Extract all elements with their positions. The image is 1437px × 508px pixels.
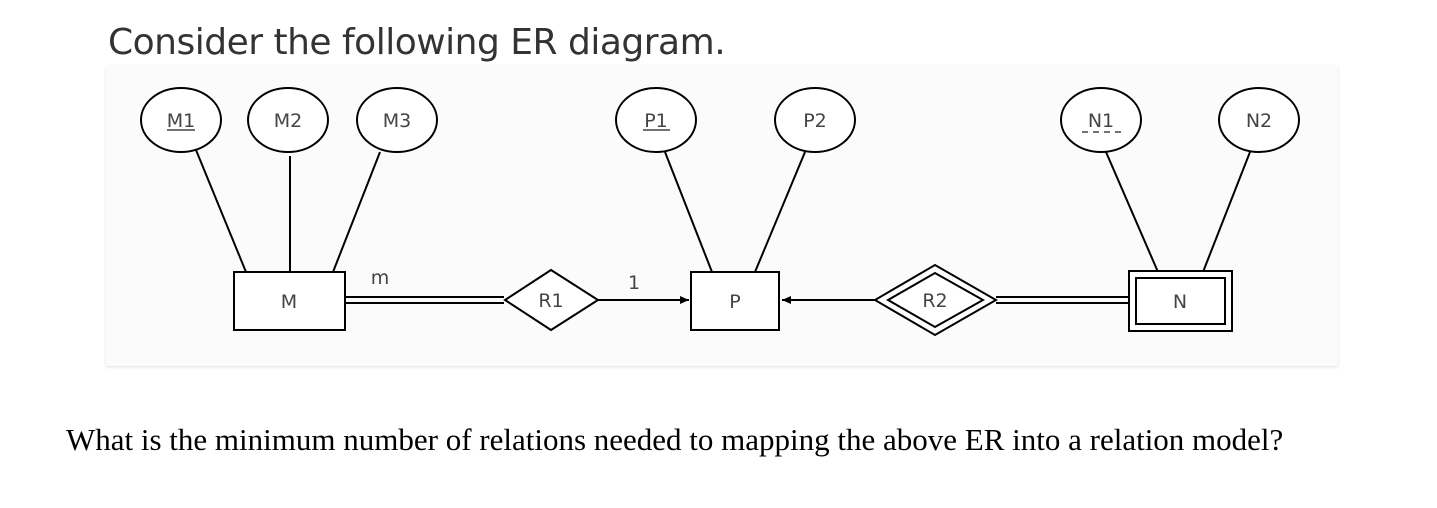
entity-p-label: P [729,291,740,313]
attr-m2-oval [247,87,329,153]
attr-n1-oval [1060,87,1142,153]
relationship-r2-inner-diamond [885,271,986,329]
link-p1-p [664,151,713,273]
cardinality-m-label: m [371,267,390,289]
key-underlines [167,129,1122,133]
entity-p-box [690,271,780,331]
attr-p1-oval [615,87,697,153]
attr-m1-oval [140,87,222,153]
attr-n2-oval [1218,87,1300,153]
cardinality-one-label: 1 [628,272,640,294]
relationship-r1-diamond [503,268,600,332]
relationship-r2-outer-diamond [873,263,999,337]
weak-entity-n-outer [1128,270,1233,332]
relationship-r2-label: R2 [922,290,947,312]
attribute-links [195,149,1251,273]
question-text: What is the minimum number of relations … [66,422,1284,457]
entity-m-box [233,271,346,331]
attr-m2-label: M2 [274,110,302,132]
entity-n-label: N [1173,291,1187,313]
attr-p2-oval [774,87,856,153]
attr-p1-label: P1 [644,110,668,132]
link-n2-n [1202,151,1251,273]
attr-m3-oval [356,87,438,153]
er-diagram: M1 M2 M3 P1 P2 N1 N2 M P N R1 R2 m 1 [140,87,1300,337]
attr-p2-label: P2 [803,110,827,132]
link-n1-n [1105,151,1159,273]
attribute-ovals [140,87,1300,153]
attr-n1-label: N1 [1088,110,1114,132]
page-heading: Consider the following ER diagram. [108,22,726,63]
link-p2-p [754,151,806,273]
attr-n2-label: N2 [1246,110,1272,132]
link-m3-m [332,151,381,273]
relationship-links [345,296,1128,304]
relationship-r1-label: R1 [538,290,563,312]
attr-m1-label: M1 [167,110,195,132]
entity-m-label: M [281,291,297,313]
attr-m3-label: M3 [383,110,411,132]
weak-entity-n-inner [1135,277,1226,325]
link-m1-m [195,149,247,273]
